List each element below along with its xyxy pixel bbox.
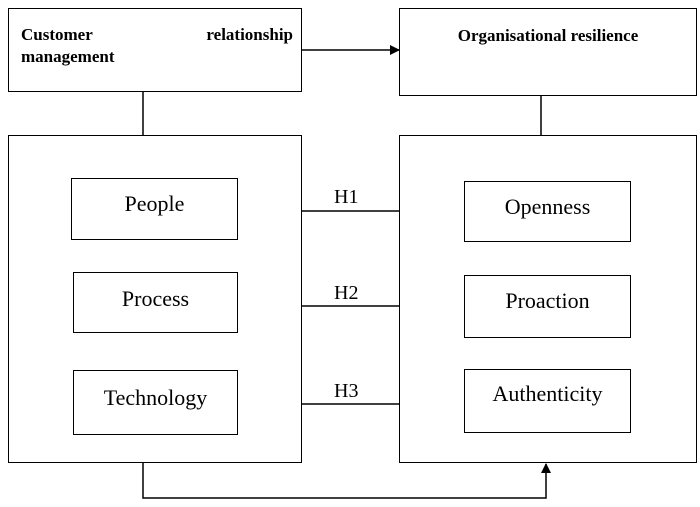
hypothesis-label-h1: H1 bbox=[334, 186, 359, 208]
resilience-item-proaction: Proaction bbox=[464, 275, 631, 338]
arrow-bottom-loop bbox=[142, 463, 551, 499]
crm-title-line2: management bbox=[21, 47, 115, 66]
crm-item-label: People bbox=[124, 191, 185, 216]
resilience-title-box: Organisational resilience bbox=[399, 8, 697, 96]
hypothesis-label-h2: H2 bbox=[334, 282, 359, 304]
crm-item-process: Process bbox=[73, 272, 238, 333]
crm-item-label: Technology bbox=[103, 385, 208, 410]
crm-item-people: People bbox=[71, 178, 238, 240]
hypothesis-label-h3: H3 bbox=[334, 380, 359, 402]
crm-item-technology: Technology bbox=[73, 370, 238, 435]
crm-title-word1: Customer bbox=[21, 25, 93, 44]
crm-item-label: Process bbox=[121, 286, 190, 311]
resilience-title: Organisational resilience bbox=[457, 26, 639, 45]
crm-title-line1: Customer relationship bbox=[21, 24, 293, 46]
resilience-item-label: Openness bbox=[504, 194, 591, 219]
resilience-item-label: Proaction bbox=[505, 288, 590, 313]
resilience-item-openness: Openness bbox=[464, 181, 631, 242]
resilience-item-label: Authenticity bbox=[492, 381, 603, 406]
resilience-item-authenticity: Authenticity bbox=[464, 369, 631, 433]
crm-title-word2: relationship bbox=[206, 25, 293, 44]
crm-title-box: Customer relationship management bbox=[8, 8, 302, 92]
